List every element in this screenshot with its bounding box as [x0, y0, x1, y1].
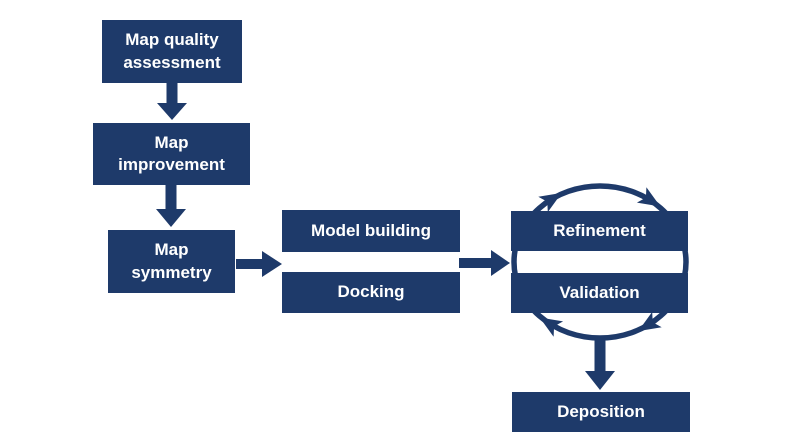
node-deposition-label: Deposition [557, 401, 645, 421]
node-map-quality-assessment: Map quality assessment [102, 20, 242, 83]
node-refinement: Refinement [511, 211, 688, 251]
node-map-quality-assessment-label: Map quality assessment [123, 30, 221, 72]
arrow-right-2-icon [459, 250, 510, 276]
node-docking: Docking [282, 272, 460, 313]
node-refinement-label: Refinement [553, 220, 646, 240]
node-docking-label: Docking [337, 282, 405, 302]
node-validation: Validation [511, 273, 688, 313]
node-deposition: Deposition [512, 392, 690, 432]
arrow-right-1-icon [236, 251, 282, 277]
arrow-down-3-icon [585, 336, 615, 390]
node-model-building-label: Model building [311, 220, 431, 240]
cycle-arrowhead-top-right-icon [636, 187, 661, 207]
node-map-symmetry-label: Map symmetry [131, 240, 212, 282]
cycle-arrowhead-bottom-right-icon [638, 311, 662, 332]
cycle-arrowhead-bottom-left-icon [539, 317, 564, 337]
node-validation-label: Validation [559, 282, 640, 302]
arrow-down-2-icon [156, 185, 186, 227]
cycle-arrowhead-top-left-icon [538, 192, 562, 213]
arrow-down-1-icon [157, 82, 187, 120]
cycle-arrow-icon [511, 183, 689, 341]
node-map-symmetry: Map symmetry [108, 230, 235, 293]
node-map-improvement: Map improvement [93, 123, 250, 185]
node-model-building: Model building [282, 210, 460, 252]
node-map-improvement-label: Map improvement [118, 132, 225, 174]
